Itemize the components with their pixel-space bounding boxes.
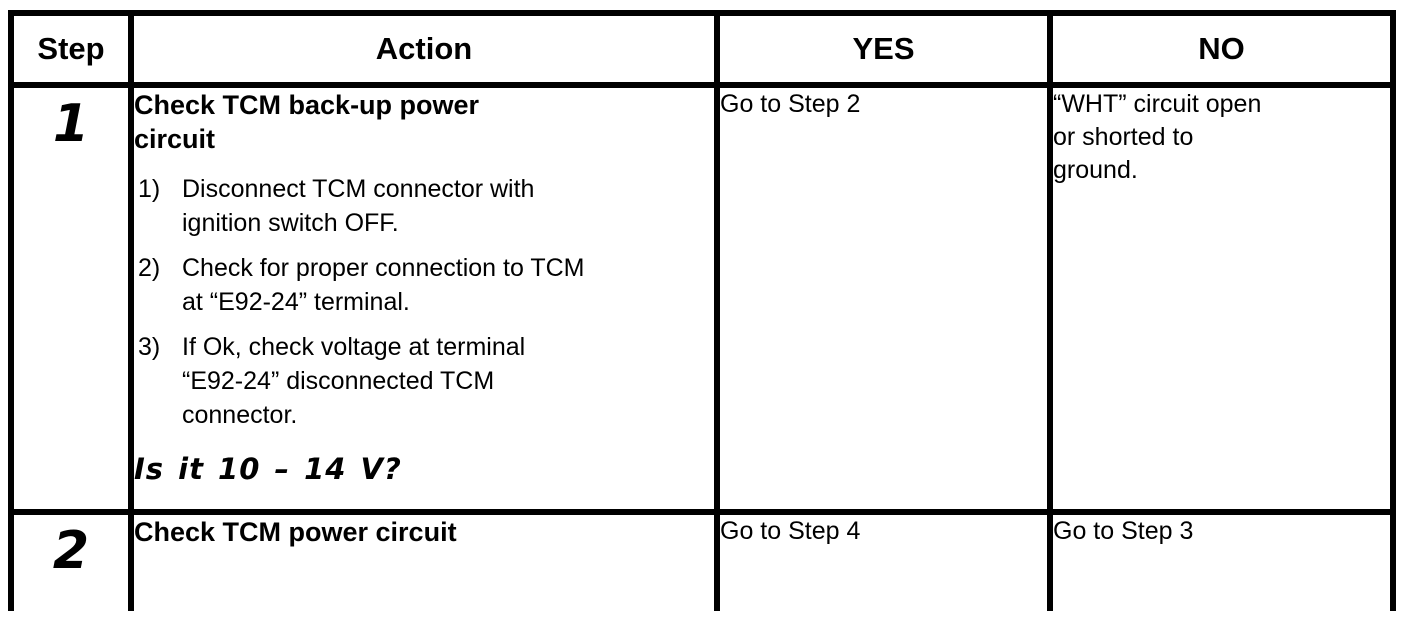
action-question: Is it 10 – 14 V? bbox=[134, 452, 402, 486]
header-step: Step bbox=[8, 10, 134, 88]
table-row-step-2: 2 Check TCM power circuit Go to Step 4 G… bbox=[8, 509, 1396, 611]
action-title: Check TCM power circuit bbox=[134, 517, 457, 547]
header-action: Action bbox=[128, 10, 720, 88]
step-cell: 1 bbox=[8, 82, 134, 515]
header-row: Step Action YES NO bbox=[8, 10, 1396, 88]
action-list-item: 2) Check for proper connection to TCM at… bbox=[134, 251, 714, 319]
yes-cell: Go to Step 4 bbox=[714, 509, 1053, 611]
table-row-step-1: 1 Check TCM back-up power circuit 1) Dis… bbox=[8, 82, 1396, 515]
troubleshooting-table: Step Action YES NO 1 Check TCM back-up p… bbox=[8, 10, 1396, 611]
header-no: NO bbox=[1047, 10, 1396, 88]
list-item-text: If Ok, check voltage at terminal “E92-24… bbox=[182, 333, 526, 429]
action-title: Check TCM back-up power circuit bbox=[134, 90, 480, 154]
no-cell: Go to Step 3 bbox=[1047, 509, 1396, 611]
action-step-list: 1) Disconnect TCM connector with ignitio… bbox=[134, 172, 714, 432]
step-number: 1 bbox=[52, 94, 90, 154]
list-item-number: 1) bbox=[138, 175, 161, 203]
step-cell: 2 bbox=[8, 509, 134, 611]
action-cell: Check TCM back-up power circuit 1) Disco… bbox=[128, 82, 720, 515]
action-list-item: 1) Disconnect TCM connector with ignitio… bbox=[134, 172, 714, 240]
list-item-number: 3) bbox=[138, 333, 161, 361]
header-yes: YES bbox=[714, 10, 1053, 88]
action-cell: Check TCM power circuit bbox=[128, 509, 720, 611]
step-number: 2 bbox=[52, 521, 90, 581]
list-item-text: Check for proper connection to TCM at “E… bbox=[182, 254, 585, 316]
list-item-text: Disconnect TCM connector with ignition s… bbox=[182, 175, 535, 237]
no-cell: “WHT” circuit open or shorted to ground. bbox=[1047, 82, 1396, 515]
list-item-number: 2) bbox=[138, 254, 161, 282]
yes-cell: Go to Step 2 bbox=[714, 82, 1053, 515]
action-list-item: 3) If Ok, check voltage at terminal “E92… bbox=[134, 330, 714, 432]
